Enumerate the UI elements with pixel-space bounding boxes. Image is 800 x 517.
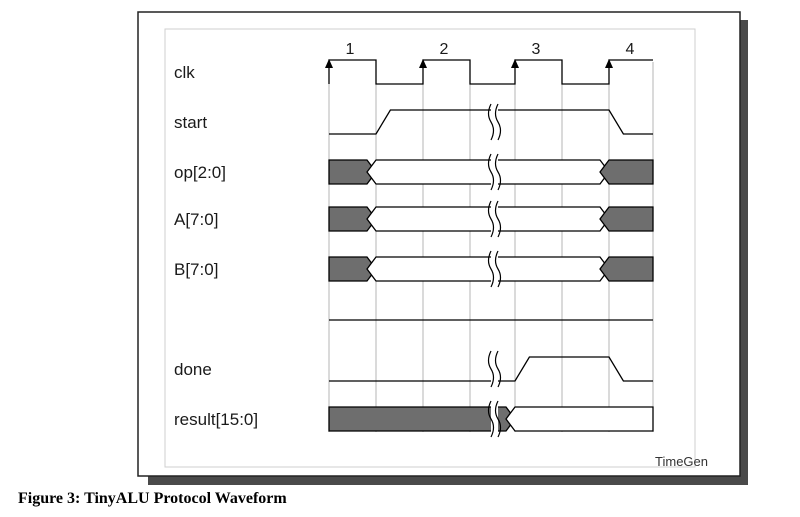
signal-label-op: op[2:0]: [174, 163, 226, 182]
signal-labels: clk start op[2:0] A[7:0] B[7:0] done result[15…: [174, 63, 258, 429]
clk-edge-arrow-1: [325, 59, 333, 68]
cycle-number-3: 3: [532, 41, 541, 58]
time-break-gap-6: [491, 351, 498, 387]
cycle-number-2: 2: [440, 41, 449, 58]
clk-edge-arrow-4: [605, 59, 613, 68]
time-break-left-3: [487, 200, 495, 238]
signal-label-b: B[7:0]: [174, 260, 218, 279]
result-segment-1: [505, 406, 654, 432]
a-segment-2: [599, 206, 654, 232]
signal-label-start: start: [174, 113, 207, 132]
time-break-gap-3: [491, 201, 498, 237]
time-break-right-2: [494, 153, 502, 191]
time-break-left-1: [487, 103, 495, 141]
plot-area: [164, 28, 696, 468]
cycle-number-4: 4: [626, 41, 635, 58]
cycle-grid: [328, 62, 654, 432]
signal-label-clk: clk: [174, 63, 195, 82]
time-break-right-4: [494, 250, 502, 288]
b-segment-2: [599, 256, 654, 282]
timegen-brand: TimeGen: [655, 454, 708, 469]
signal-label-done: done: [174, 360, 212, 379]
clk-edge-arrow-3: [511, 59, 519, 68]
time-break-right-3: [494, 200, 502, 238]
signal-label-result: result[15:0]: [174, 410, 258, 429]
figure-caption: Figure 3: TinyALU Protocol Waveform: [18, 490, 287, 507]
time-break-gap-2: [491, 154, 498, 190]
time-break-left-6: [487, 350, 495, 388]
clk-edge-arrow-2: [419, 59, 427, 68]
op-segment-2: [599, 159, 654, 185]
time-break-gap-4: [491, 251, 498, 287]
figure-frame: clk start op[2:0] A[7:0] B[7:0] done result[15…: [137, 11, 748, 485]
time-break-right-7: [494, 400, 502, 438]
time-break-right-1: [494, 103, 502, 141]
time-break-left-4: [487, 250, 495, 288]
time-break-gap-1: [491, 104, 498, 140]
time-break-left-7: [487, 400, 495, 438]
waveforms: [325, 59, 654, 438]
clk-wave: [328, 59, 653, 85]
cycle-number-1: 1: [346, 41, 355, 58]
cycle-numbers: 1 2 3 4: [346, 41, 635, 58]
time-break-right-6: [494, 350, 502, 388]
result-segment-0: [328, 406, 516, 432]
done-wave: [329, 356, 653, 382]
signal-label-a: A[7:0]: [174, 210, 218, 229]
time-break-left-2: [487, 153, 495, 191]
time-break-gap-7: [491, 401, 498, 437]
